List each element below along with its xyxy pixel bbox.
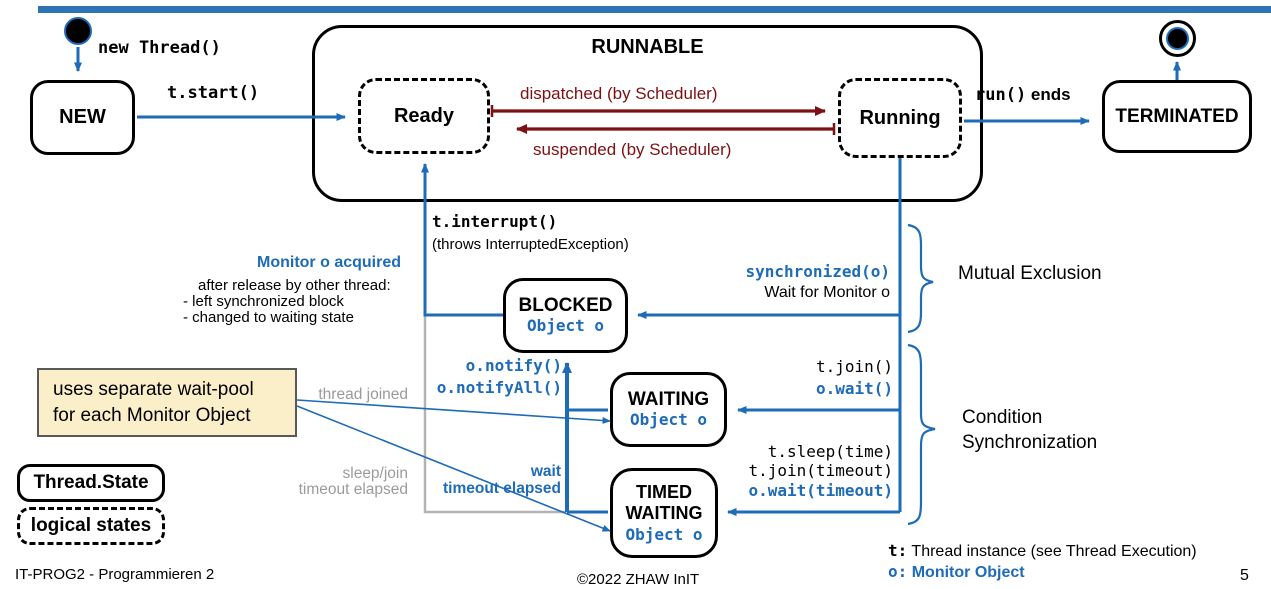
wait-elapsed-line1: wait (530, 463, 561, 480)
legend-t-key: t: (888, 541, 908, 560)
state-timed-waiting-object: Object o (625, 525, 703, 544)
sleep-join-line2: timeout elapsed (298, 480, 408, 498)
label-mutual-exclusion: Mutual Exclusion (958, 263, 1102, 284)
top-accent-bar (38, 6, 1271, 13)
runnable-title: RUNNABLE (591, 36, 704, 58)
label-suspended: suspended (by Scheduler) (533, 140, 732, 159)
label-synchronized: synchronized(o) (745, 262, 891, 281)
label-o-wait-timeout: o.wait(timeout) (748, 481, 894, 500)
legend-thread-state-label: Thread.State (33, 472, 149, 493)
condition-sync-line1: Condition (962, 407, 1043, 428)
state-running-label: Running (859, 106, 941, 129)
label-condition-sync: Condition Synchronization (962, 406, 1097, 455)
sleep-join-line1: sleep/join (342, 465, 409, 482)
state-ready: Ready (358, 78, 490, 154)
note-line2: for each Monitor Object (53, 404, 251, 426)
label-wait-timeout-elapsed: wait timeout elapsed (411, 463, 561, 497)
legend-t: t: Thread instance (see Thread Execution… (888, 541, 1197, 561)
legend-o-desc: Monitor Object (911, 564, 1025, 581)
legend-o-key: o: (888, 562, 908, 581)
wait-pool-note: uses separate wait-pool for each Monitor… (37, 368, 297, 437)
state-blocked-object: Object o (526, 316, 605, 336)
label-t-join-timeout: t.join(timeout) (748, 461, 894, 480)
condition-sync-line2: Synchronization (962, 431, 1098, 453)
condition-sync-brace (907, 343, 936, 526)
label-monitor-acquired: Monitor o acquired (257, 254, 401, 271)
label-wait-for-monitor: Wait for Monitor o (764, 284, 890, 301)
state-timed-waiting-label1: TIMED (636, 481, 692, 502)
label-new-thread: new Thread() (98, 38, 221, 58)
legend-thread-state: Thread.State (17, 464, 165, 502)
monitor-note-line3: - changed to waiting state (183, 309, 354, 327)
legend-o: o: Monitor Object (888, 562, 1025, 582)
label-run-ends: run() ends (975, 85, 1071, 105)
state-terminated: TERMINATED (1102, 80, 1252, 153)
monitor-note-line1: after release by other thread: (198, 277, 391, 294)
state-ready-label: Ready (393, 104, 455, 127)
state-new-label: NEW (59, 106, 106, 128)
label-thread-joined: thread joined (318, 386, 408, 403)
initial-state-dot (64, 17, 92, 45)
state-waiting-object: Object o (629, 410, 708, 430)
footer-course: IT-PROG2 - Programmieren 2 (15, 566, 215, 583)
label-run-ends-text: ends (1030, 85, 1071, 104)
label-monitor-acquired-notes: after release by other thread: - left sy… (183, 277, 391, 327)
monitor-note-line2: - left synchronized block (183, 293, 344, 311)
label-o-notify: o.notify() (465, 356, 562, 375)
state-waiting: WAITING Object o (610, 372, 727, 447)
footer-page-number: 5 (1240, 567, 1249, 584)
final-state-inner-dot (1166, 27, 1189, 50)
label-t-start: t.start() (167, 83, 260, 103)
note-line1: uses separate wait-pool (53, 379, 254, 401)
state-waiting-label: WAITING (627, 389, 710, 411)
runnable-container (312, 25, 983, 202)
label-t-sleep: t.sleep(time) (767, 442, 893, 461)
state-terminated-label: TERMINATED (1115, 105, 1239, 127)
state-blocked: BLOCKED Object o (503, 278, 628, 353)
label-t-join: t.join() (815, 357, 893, 376)
label-run-ends-code: run() (975, 85, 1027, 105)
footer-copyright: ©2022 ZHAW InIT (577, 571, 700, 588)
state-timed-waiting-label2: WAITING (625, 503, 703, 524)
label-o-wait: o.wait() (815, 379, 893, 398)
state-running: Running (838, 78, 962, 158)
mutual-exclusion-brace (907, 223, 934, 334)
label-o-notify-all: o.notifyAll() (436, 378, 562, 397)
label-t-interrupt: t.interrupt() (432, 212, 558, 231)
state-timed-waiting: TIMED WAITING Object o (610, 468, 718, 558)
label-t-interrupt-note: (throws InterruptedException) (432, 236, 629, 253)
state-blocked-label: BLOCKED (518, 295, 613, 317)
label-dispatched: dispatched (by Scheduler) (520, 84, 718, 103)
legend-t-desc: Thread instance (see Thread Execution) (911, 543, 1197, 560)
state-new: NEW (30, 80, 135, 155)
final-state-circle (1159, 20, 1196, 57)
label-sleep-join-elapsed: sleep/join timeout elapsed (288, 466, 408, 498)
legend-logical-states-label: logical states (30, 515, 152, 536)
wait-elapsed-line2: timeout elapsed (443, 479, 561, 497)
legend-logical-states: logical states (17, 507, 165, 545)
